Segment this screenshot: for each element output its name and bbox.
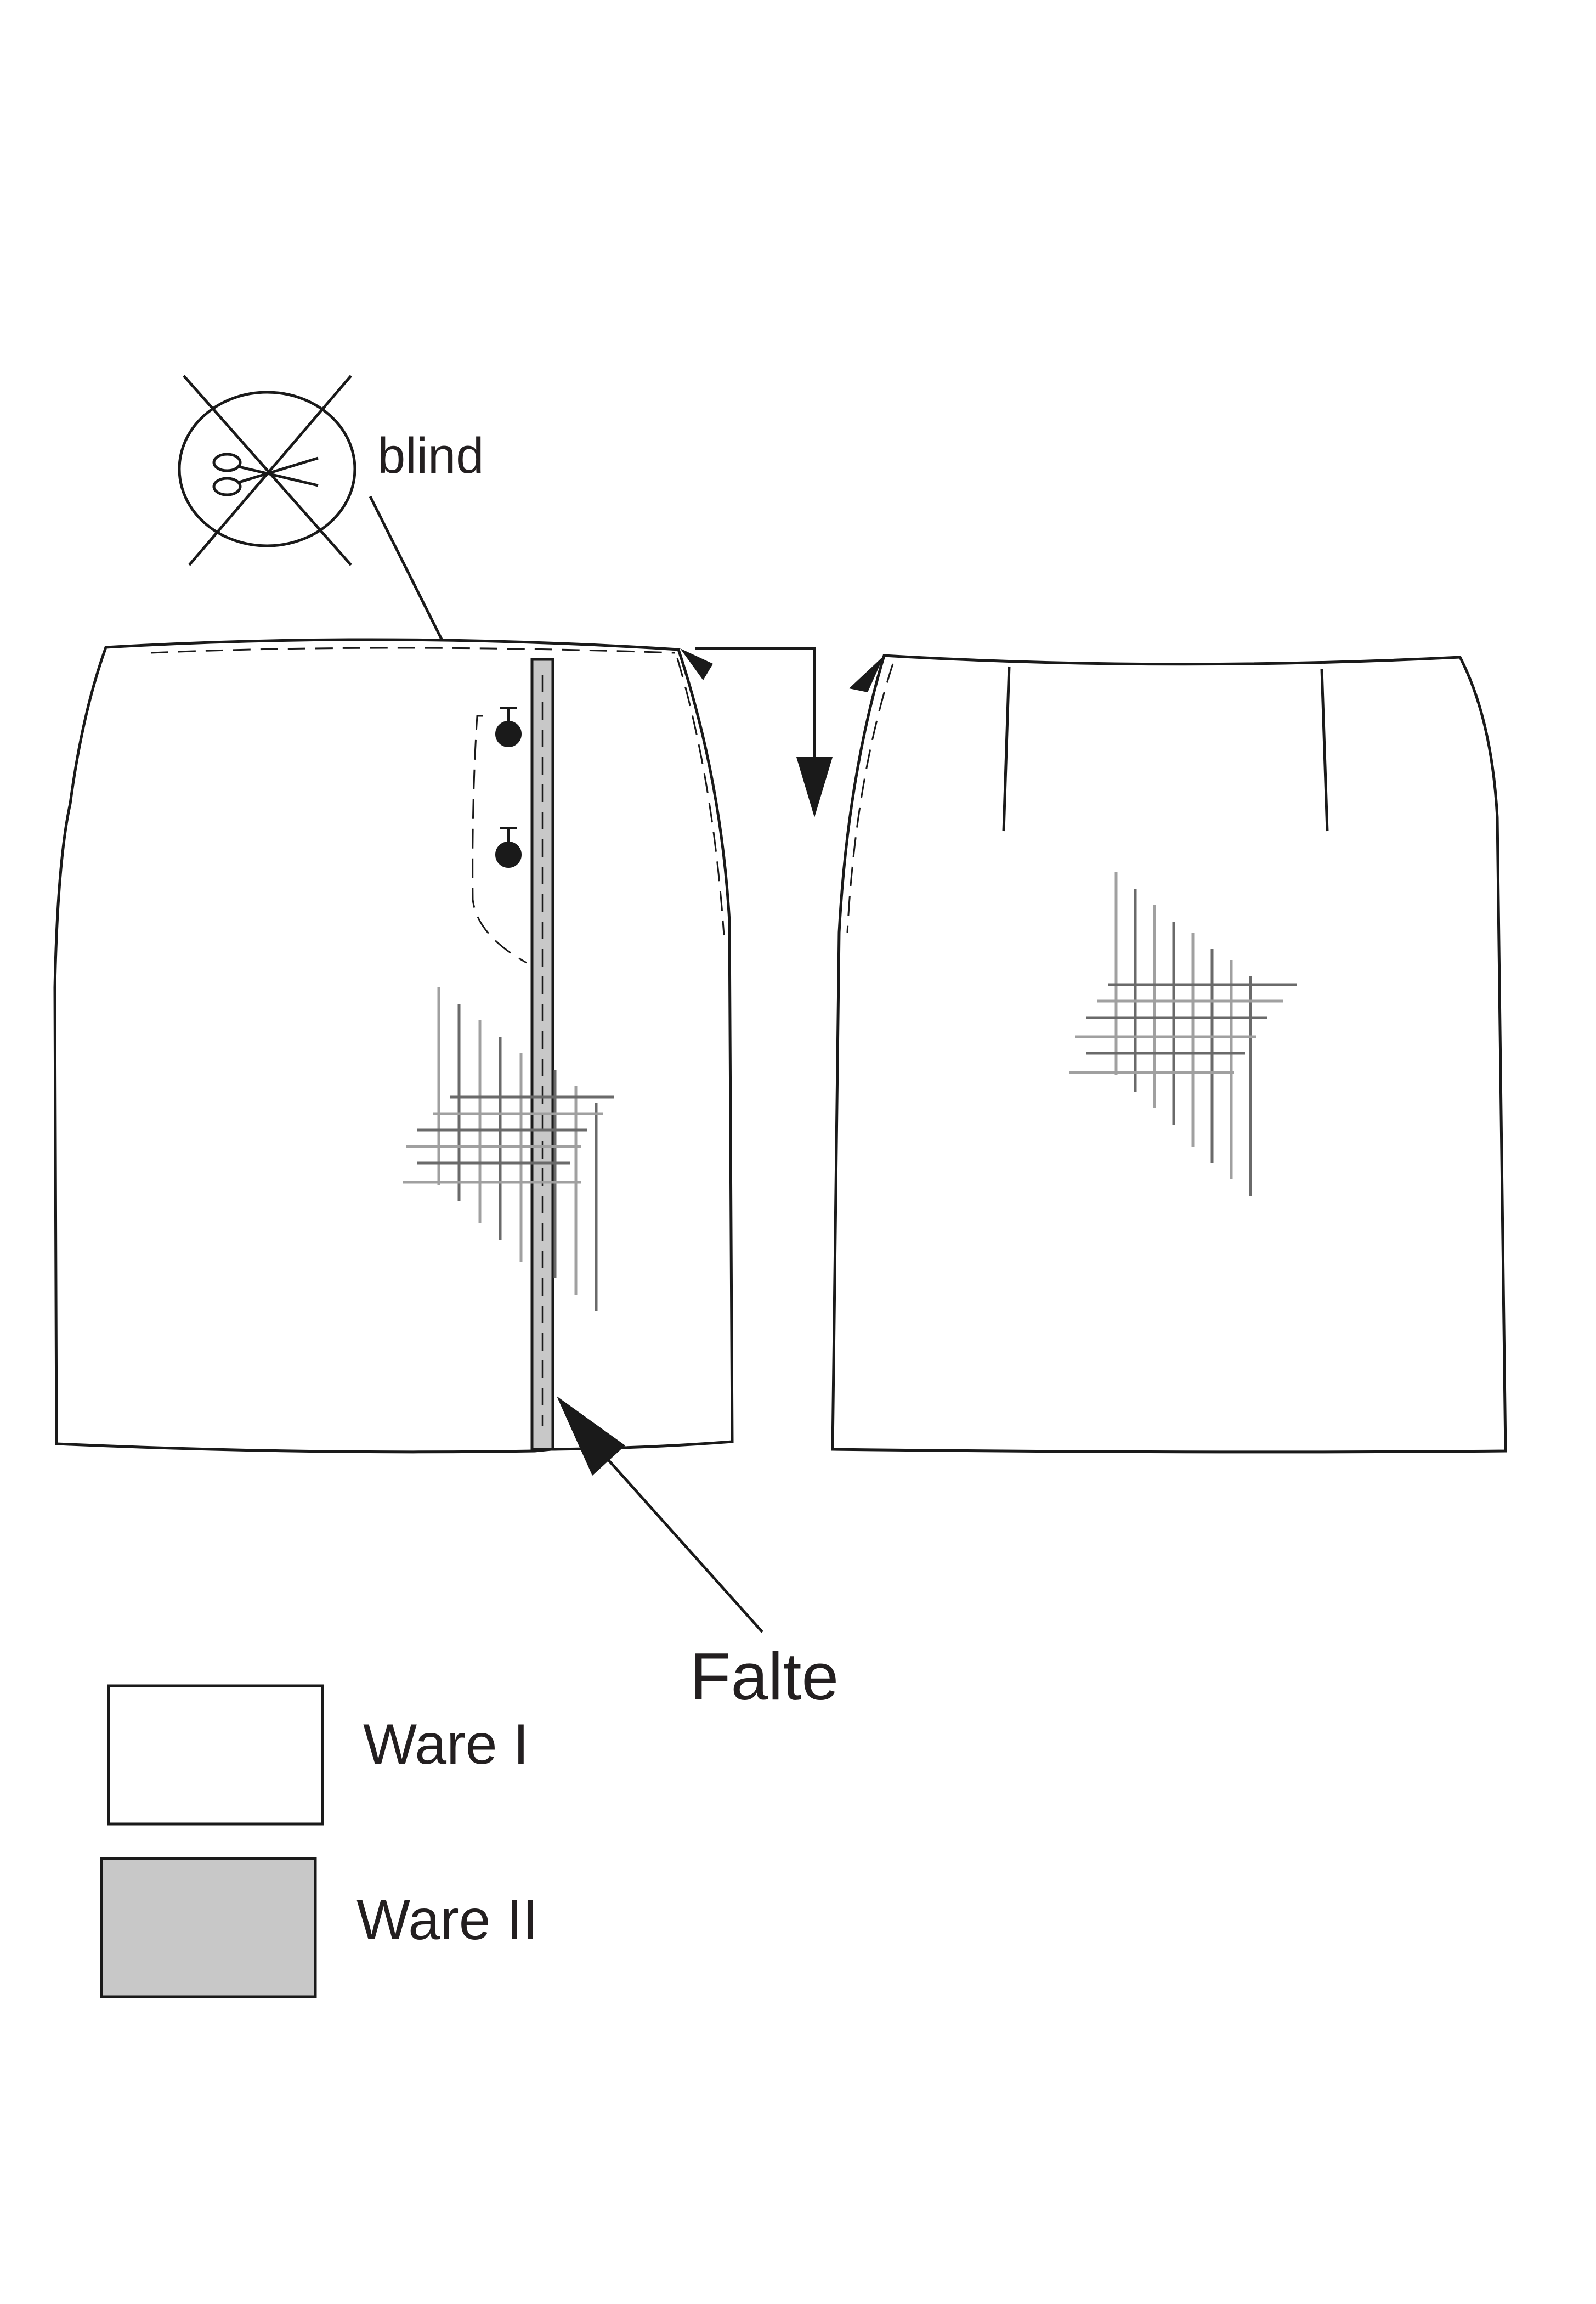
scissors-crossed-out-icon: [178, 375, 356, 566]
side-seam-arrow: [680, 647, 833, 817]
falte-label: Falte: [690, 1639, 839, 1714]
legend-swatch-ware-ii: [100, 1857, 317, 1998]
button: [495, 827, 522, 868]
button: [495, 707, 522, 747]
legend-swatch-ware-i: [107, 1684, 324, 1826]
legend: Ware I Ware II: [100, 1684, 538, 1998]
blind-label: blind: [377, 428, 484, 484]
falte-pointer-arrow: [557, 1396, 763, 1633]
fabric-weave-symbol-front: [403, 987, 614, 1311]
skirt-front-outline: [53, 638, 734, 1454]
legend-label-ware-ii: Ware II: [356, 1888, 538, 1952]
skirt-back-view: [831, 654, 1507, 1454]
fabric-weave-symbol-back: [1069, 872, 1297, 1196]
skirt-front-view: [53, 638, 734, 1454]
legend-label-ware-i: Ware I: [363, 1713, 529, 1776]
fold-strip: [530, 658, 554, 1451]
front-pocket-outline: [472, 715, 527, 964]
